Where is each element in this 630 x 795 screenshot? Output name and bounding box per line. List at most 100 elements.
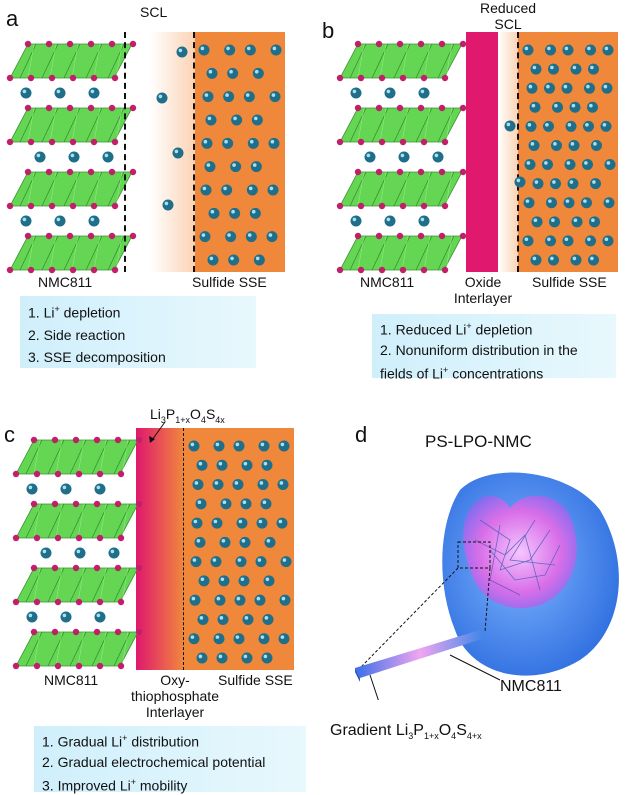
oxygen-atom — [6, 266, 14, 274]
interlayer-label-c: Oxy-thiophosphate Interlayer — [131, 672, 219, 720]
oxygen-atom — [66, 40, 74, 48]
li-ion — [26, 483, 38, 495]
oxygen-atom — [129, 168, 137, 176]
li-ion-highlight — [551, 218, 555, 223]
oxygen-atom — [12, 470, 20, 478]
li-ion-highlight — [237, 558, 242, 562]
li-ion — [588, 63, 599, 75]
oxygen-atom — [87, 168, 95, 176]
li-ion-highlight — [218, 654, 223, 659]
oxygen-atom — [117, 534, 125, 542]
li-ion — [94, 483, 106, 495]
oxygen-atom — [69, 138, 77, 146]
li-ion — [522, 235, 534, 247]
scl-gradient-b — [498, 32, 518, 272]
li-ion-highlight — [206, 163, 211, 167]
octahedra-layer — [339, 43, 463, 79]
li-ion-highlight — [221, 538, 226, 543]
li-ion-highlight — [215, 442, 220, 447]
oxygen-atom — [27, 266, 35, 274]
li-ion-highlight — [42, 549, 47, 554]
li-ion — [545, 235, 556, 247]
li-ion — [585, 44, 596, 56]
li-ion-highlight — [571, 103, 576, 108]
oxygen-atom — [375, 104, 383, 112]
li-ion-highlight — [260, 442, 265, 447]
octahedra-layer — [15, 567, 139, 603]
li-ion — [264, 536, 276, 548]
li-ion-highlight — [589, 103, 593, 108]
li-ion-highlight — [366, 153, 371, 158]
li-ion — [277, 479, 289, 491]
li-ion — [562, 235, 574, 247]
li-ion — [189, 594, 201, 606]
li-ion-highlight — [569, 180, 574, 184]
oxygen-atom — [354, 168, 362, 176]
li-ion — [261, 459, 273, 471]
li-ion-highlight — [199, 616, 204, 620]
li-ion — [603, 197, 615, 209]
li-ion-highlight — [591, 218, 595, 223]
interface-line-a2 — [193, 32, 195, 272]
oxygen-atom — [459, 232, 467, 240]
oxygen-atom — [108, 40, 116, 48]
oxygen-atom — [108, 232, 116, 240]
li-ion-highlight — [265, 577, 270, 582]
li-ion — [585, 235, 596, 247]
oxygen-atom — [93, 500, 101, 508]
li-ion — [278, 440, 290, 452]
oxygen-atom — [441, 266, 449, 274]
li-ion — [196, 652, 208, 664]
li-ion-highlight — [604, 46, 609, 51]
oxygen-atom — [111, 202, 119, 210]
oxygen-atom — [108, 104, 116, 112]
oxygen-atom — [33, 534, 41, 542]
panel-letter-a: a — [6, 6, 19, 31]
panel-letter-b: b — [322, 18, 335, 43]
li-ion — [523, 197, 535, 209]
li-ion-highlight — [214, 481, 219, 485]
li-ion-highlight — [198, 461, 203, 466]
li-ion-highlight — [282, 558, 287, 562]
sse-label-c: Sulfide SSE — [218, 672, 293, 688]
oxygen-atom — [357, 266, 365, 274]
oxygen-atom — [54, 598, 62, 606]
li-ion — [581, 197, 592, 209]
li-ion — [198, 575, 210, 587]
zoom-line-2 — [484, 567, 491, 633]
oxygen-atom — [54, 534, 62, 542]
interface-line-a1 — [124, 32, 126, 272]
li-ion-highlight — [243, 654, 248, 659]
oxygen-atom — [399, 138, 407, 146]
core-label-d: NMC811 — [500, 678, 562, 695]
li-ion-highlight — [386, 89, 391, 94]
li-ion-highlight — [585, 122, 589, 127]
point-c-2: 2. Gradual electrochemical potential — [42, 753, 266, 770]
li-ion — [26, 611, 38, 623]
oxygen-atom — [75, 534, 83, 542]
li-ion-highlight — [587, 46, 591, 51]
li-ion-highlight — [36, 153, 41, 158]
li-ion — [562, 44, 574, 56]
li-ion — [571, 216, 583, 228]
li-ion-highlight — [241, 538, 246, 543]
li-ion — [590, 178, 601, 190]
li-ion — [384, 215, 396, 227]
oxygen-atom — [48, 202, 56, 210]
oxygen-atom — [87, 104, 95, 112]
oxygen-atom — [114, 436, 122, 444]
li-ion-highlight — [516, 178, 521, 183]
oxygen-atom — [72, 436, 80, 444]
li-ion-highlight — [586, 84, 590, 89]
oxygen-atom — [96, 470, 104, 478]
zoom-box — [457, 541, 491, 569]
oxygen-atom — [45, 168, 53, 176]
li-ion — [525, 120, 537, 132]
li-ion-highlight — [56, 217, 61, 222]
li-ion-highlight — [196, 538, 201, 543]
oxygen-atom — [438, 40, 446, 48]
li-ion-highlight — [526, 161, 531, 165]
li-ion-highlight — [271, 93, 276, 97]
li-ion — [548, 63, 559, 75]
octahedra-layer — [339, 171, 463, 207]
